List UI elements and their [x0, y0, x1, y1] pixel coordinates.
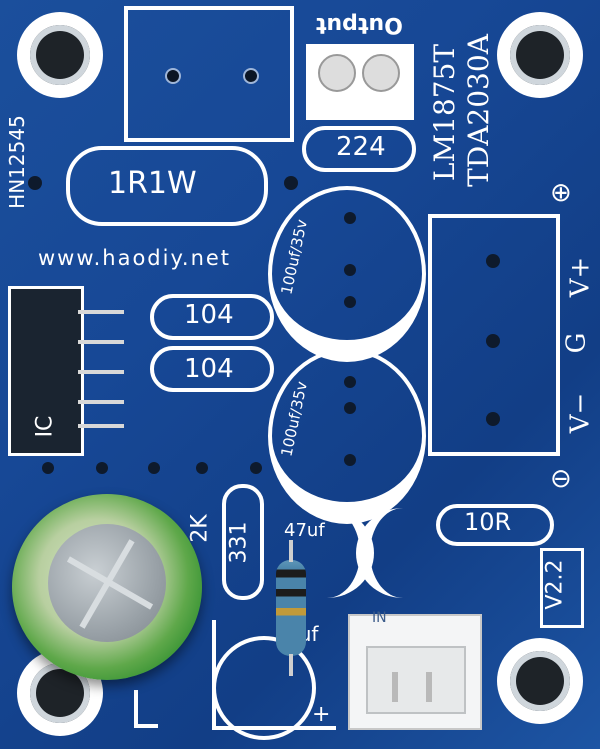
pad: [486, 334, 500, 348]
pad: [344, 296, 356, 308]
input-circle: [212, 636, 316, 740]
hole: [165, 68, 181, 84]
pad: [344, 212, 356, 224]
pad: [344, 454, 356, 466]
pad: [486, 412, 500, 426]
mount-hole-top-right: [497, 12, 583, 98]
mount-hole-top-left: [17, 12, 103, 98]
mount-hole-bottom-right: [497, 638, 583, 724]
power-v-plus-label: V+: [565, 256, 596, 298]
resistor-1r1w-label: 1R1W: [108, 166, 197, 201]
capacitor-green-electrolytic: [12, 494, 202, 680]
cap-104-top-label: 104: [184, 300, 234, 330]
model-code: HN12545: [4, 115, 29, 209]
cap-104-bottom-label: 104: [184, 354, 234, 384]
pad: [148, 462, 160, 474]
pad: [344, 376, 356, 388]
resistor-1r1w-outline: [66, 146, 268, 226]
resistor-lead: [289, 540, 293, 562]
power-connector-outline: [428, 214, 560, 456]
chip-label-lm1875t: LM1875T: [428, 43, 462, 182]
pad: [250, 462, 262, 474]
cap-104-bottom-outline: [150, 346, 274, 392]
input-bracket-left: [134, 690, 158, 728]
version-label: V2.2: [542, 559, 568, 610]
minus-symbol: ⊖: [550, 464, 572, 494]
output-label: Output: [316, 12, 403, 37]
output-terminal: [306, 44, 414, 120]
ic-leads: [78, 300, 124, 430]
connector-label: IN: [372, 610, 387, 626]
pad: [28, 176, 42, 190]
hole: [243, 68, 259, 84]
version-box: [540, 548, 584, 628]
resistor-10r-outline: [436, 504, 554, 546]
chip-label-tda2030a: TDA2030A: [461, 34, 495, 187]
pad: [344, 402, 356, 414]
cap-224-outline: [302, 126, 416, 172]
pad: [344, 264, 356, 276]
power-g-label: G: [561, 332, 592, 354]
resistor-10r-label: 10R: [464, 508, 512, 536]
power-v-minus-label: V−: [565, 392, 596, 434]
website-label: www.haodiy.net: [38, 246, 232, 270]
pad: [96, 462, 108, 474]
resistor-331-outline: [222, 484, 264, 600]
resistor-lead: [289, 654, 293, 676]
jst-connector: [348, 614, 482, 730]
heatsink-outline-top: [124, 6, 294, 142]
cap-104-top-outline: [150, 294, 274, 340]
pad: [284, 176, 298, 190]
plus-symbol: ⊕: [550, 178, 572, 208]
ic-label: IC: [32, 415, 58, 438]
resistor-input: [276, 560, 306, 656]
pad: [196, 462, 208, 474]
pad: [42, 462, 54, 474]
pad: [486, 254, 500, 268]
cap-224-label: 224: [336, 132, 386, 162]
resistor-2k-label: 2K: [187, 514, 213, 543]
resistor-331-label: 331: [226, 521, 252, 564]
plus-marker: +: [312, 702, 331, 727]
